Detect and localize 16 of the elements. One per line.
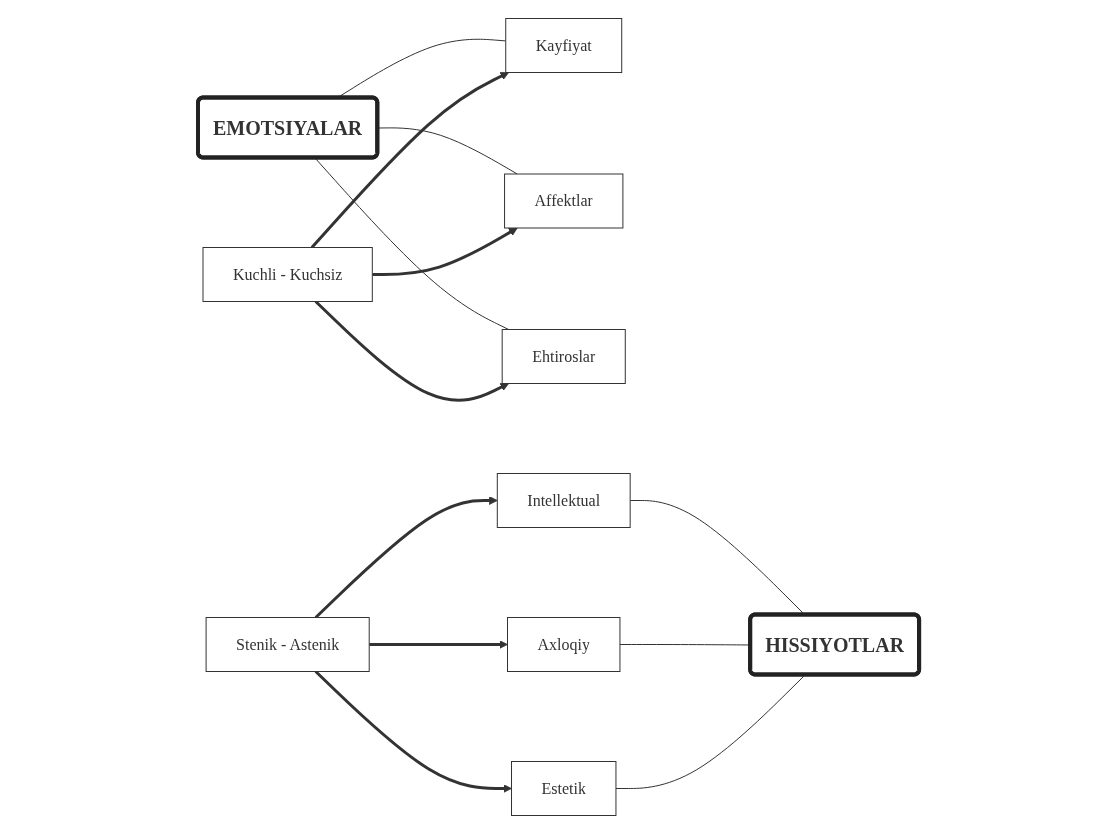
arrow [310, 72, 509, 249]
node-box: Axloqiy [506, 617, 621, 672]
node-box: Kuchli - Kuchsiz [202, 247, 373, 302]
arrow [314, 300, 509, 402]
arrow [369, 640, 508, 649]
arrow [314, 496, 498, 619]
node-box: Intellektual [496, 473, 631, 528]
arrow [314, 670, 512, 793]
connector [615, 674, 806, 789]
node-box: Ehtiroslar [501, 329, 626, 384]
arrow [372, 227, 518, 276]
connector [314, 157, 510, 330]
node-box: Stenik - Astenik [205, 617, 370, 672]
node-box: Kayfiyat [505, 18, 623, 73]
node-box: Estetik [510, 761, 617, 816]
node-box: Affektlar [504, 173, 624, 229]
